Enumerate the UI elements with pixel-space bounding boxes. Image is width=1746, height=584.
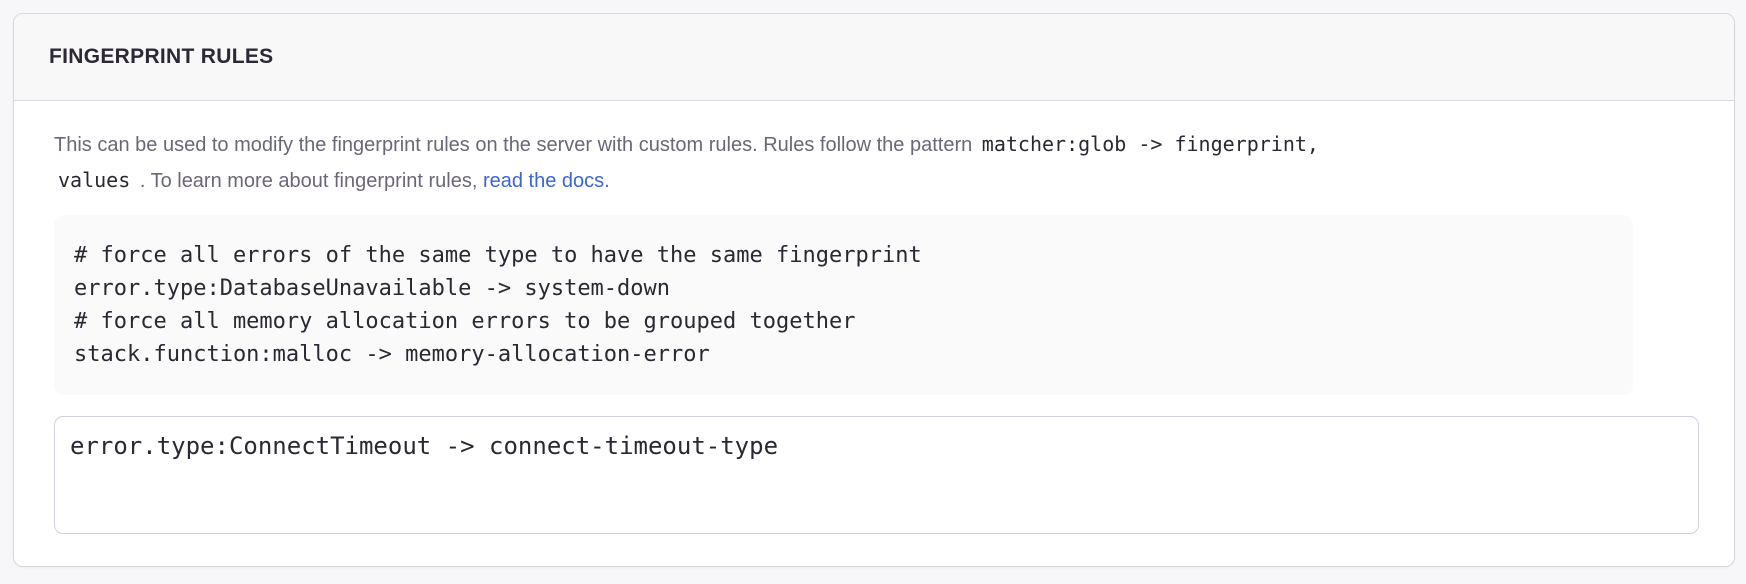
sentence-period: . xyxy=(604,170,610,192)
pattern-code-line1: matcher:glob -> fingerprint, xyxy=(981,132,1319,156)
description-text-2: . To learn more about fingerprint rules, xyxy=(139,170,478,192)
panel-body: This can be used to modify the fingerpri… xyxy=(14,101,1734,534)
description-paragraph: This can be used to modify the fingerpri… xyxy=(54,127,1699,199)
example-code-block: # force all errors of the same type to h… xyxy=(54,215,1633,395)
description-text-1: This can be used to modify the fingerpri… xyxy=(54,134,973,156)
fingerprint-rules-textarea[interactable]: error.type:ConnectTimeout -> connect-tim… xyxy=(54,416,1699,534)
pattern-code-line2: values xyxy=(58,168,131,192)
panel-header: FINGERPRINT RULES xyxy=(14,14,1734,101)
panel-title: FINGERPRINT RULES xyxy=(49,45,274,68)
fingerprint-rules-panel: FINGERPRINT RULES This can be used to mo… xyxy=(13,13,1735,567)
read-the-docs-link[interactable]: read the docs xyxy=(482,170,605,192)
